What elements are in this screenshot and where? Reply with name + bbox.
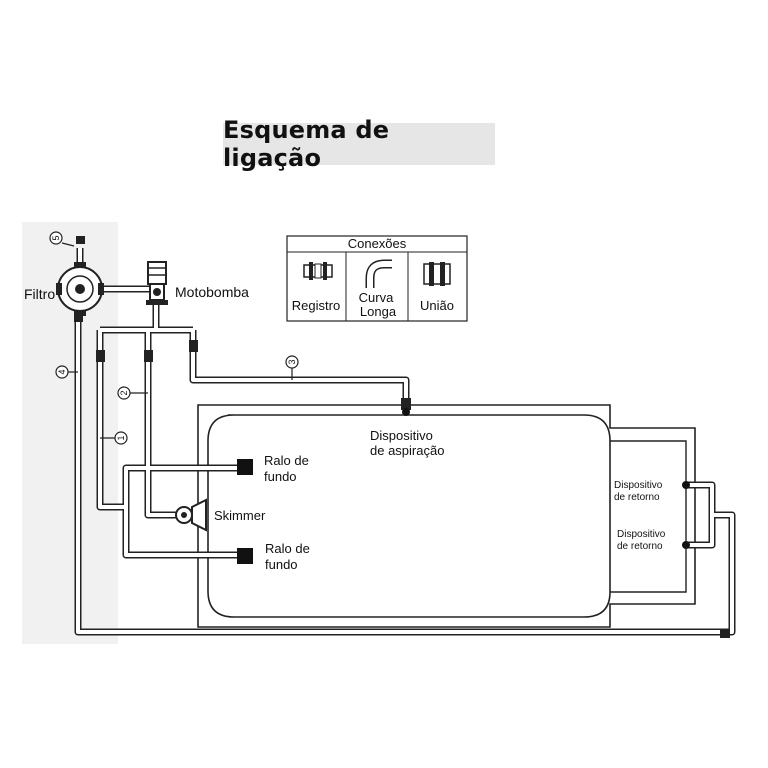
- legend-header: Conexões: [348, 236, 407, 251]
- motor-pump-icon: [146, 261, 168, 305]
- pipe-number-5-circle: [49, 231, 63, 245]
- pipe-number-5: 5: [51, 235, 61, 240]
- union-fitting-icon: [423, 262, 451, 286]
- callout-leader-5: [61, 242, 75, 247]
- page-title: Esquema de ligação: [223, 116, 390, 172]
- legend-box: Conexões Registro Curva Longa União: [286, 235, 468, 322]
- pipe-number-labels: 5 4 1 2 3: [51, 235, 297, 440]
- label-ralo2-line1: Ralo de: [265, 541, 310, 556]
- pipe-number-1: 1: [116, 435, 126, 440]
- label-ralo1-line1: Ralo de: [264, 453, 309, 468]
- label-retorno2-line1: Dispositivo: [617, 529, 666, 540]
- pipe-number-4: 4: [57, 369, 67, 374]
- label-retorno2-line2: de retorno: [617, 541, 663, 552]
- label-skimmer: Skimmer: [214, 508, 266, 523]
- label-retorno1-line1: Dispositivo: [614, 480, 663, 491]
- return-device-bottom-icon: [682, 541, 690, 549]
- pipes-inner: [76, 248, 734, 634]
- pool-outline: [197, 404, 696, 628]
- legend-label-curva: Curva: [359, 290, 394, 305]
- legend-label-registro: Registro: [292, 298, 340, 313]
- pipe-number-2-circle: [117, 386, 131, 400]
- pipe-number-callouts: [49, 231, 299, 445]
- return-device-top-icon: [682, 481, 690, 489]
- legend-label-longa: Longa: [360, 304, 397, 319]
- label-aspiracao-line1: Dispositivo: [370, 428, 433, 443]
- pipe-number-2: 2: [119, 390, 129, 395]
- pipe-number-3-circle: [285, 355, 299, 369]
- legend-label-uniao: União: [420, 298, 454, 313]
- filter-icon: [56, 262, 104, 316]
- title-banner: Esquema de ligação: [223, 116, 495, 172]
- label-ralo2-line2: fundo: [265, 557, 298, 572]
- registro-valve-icon: [303, 262, 333, 280]
- label-retorno1-line2: de retorno: [614, 492, 660, 503]
- aspiration-device-icon: [402, 408, 410, 416]
- label-motobomba: Motobomba: [175, 284, 249, 300]
- skimmer-icon: [175, 498, 207, 532]
- pipe-number-4-circle: [55, 365, 69, 379]
- long-curve-elbow-icon: [365, 259, 392, 288]
- label-ralo1-line2: fundo: [264, 469, 297, 484]
- label-filtro: Filtro: [24, 286, 55, 302]
- ralo-de-fundo-top-icon: [237, 459, 253, 475]
- pipe-fittings: [74, 236, 730, 638]
- ralo-de-fundo-bottom-icon: [237, 548, 253, 564]
- pipe-number-1-circle: [114, 431, 128, 445]
- pipe-number-3: 3: [287, 359, 297, 364]
- label-aspiracao-line2: de aspiração: [370, 443, 444, 458]
